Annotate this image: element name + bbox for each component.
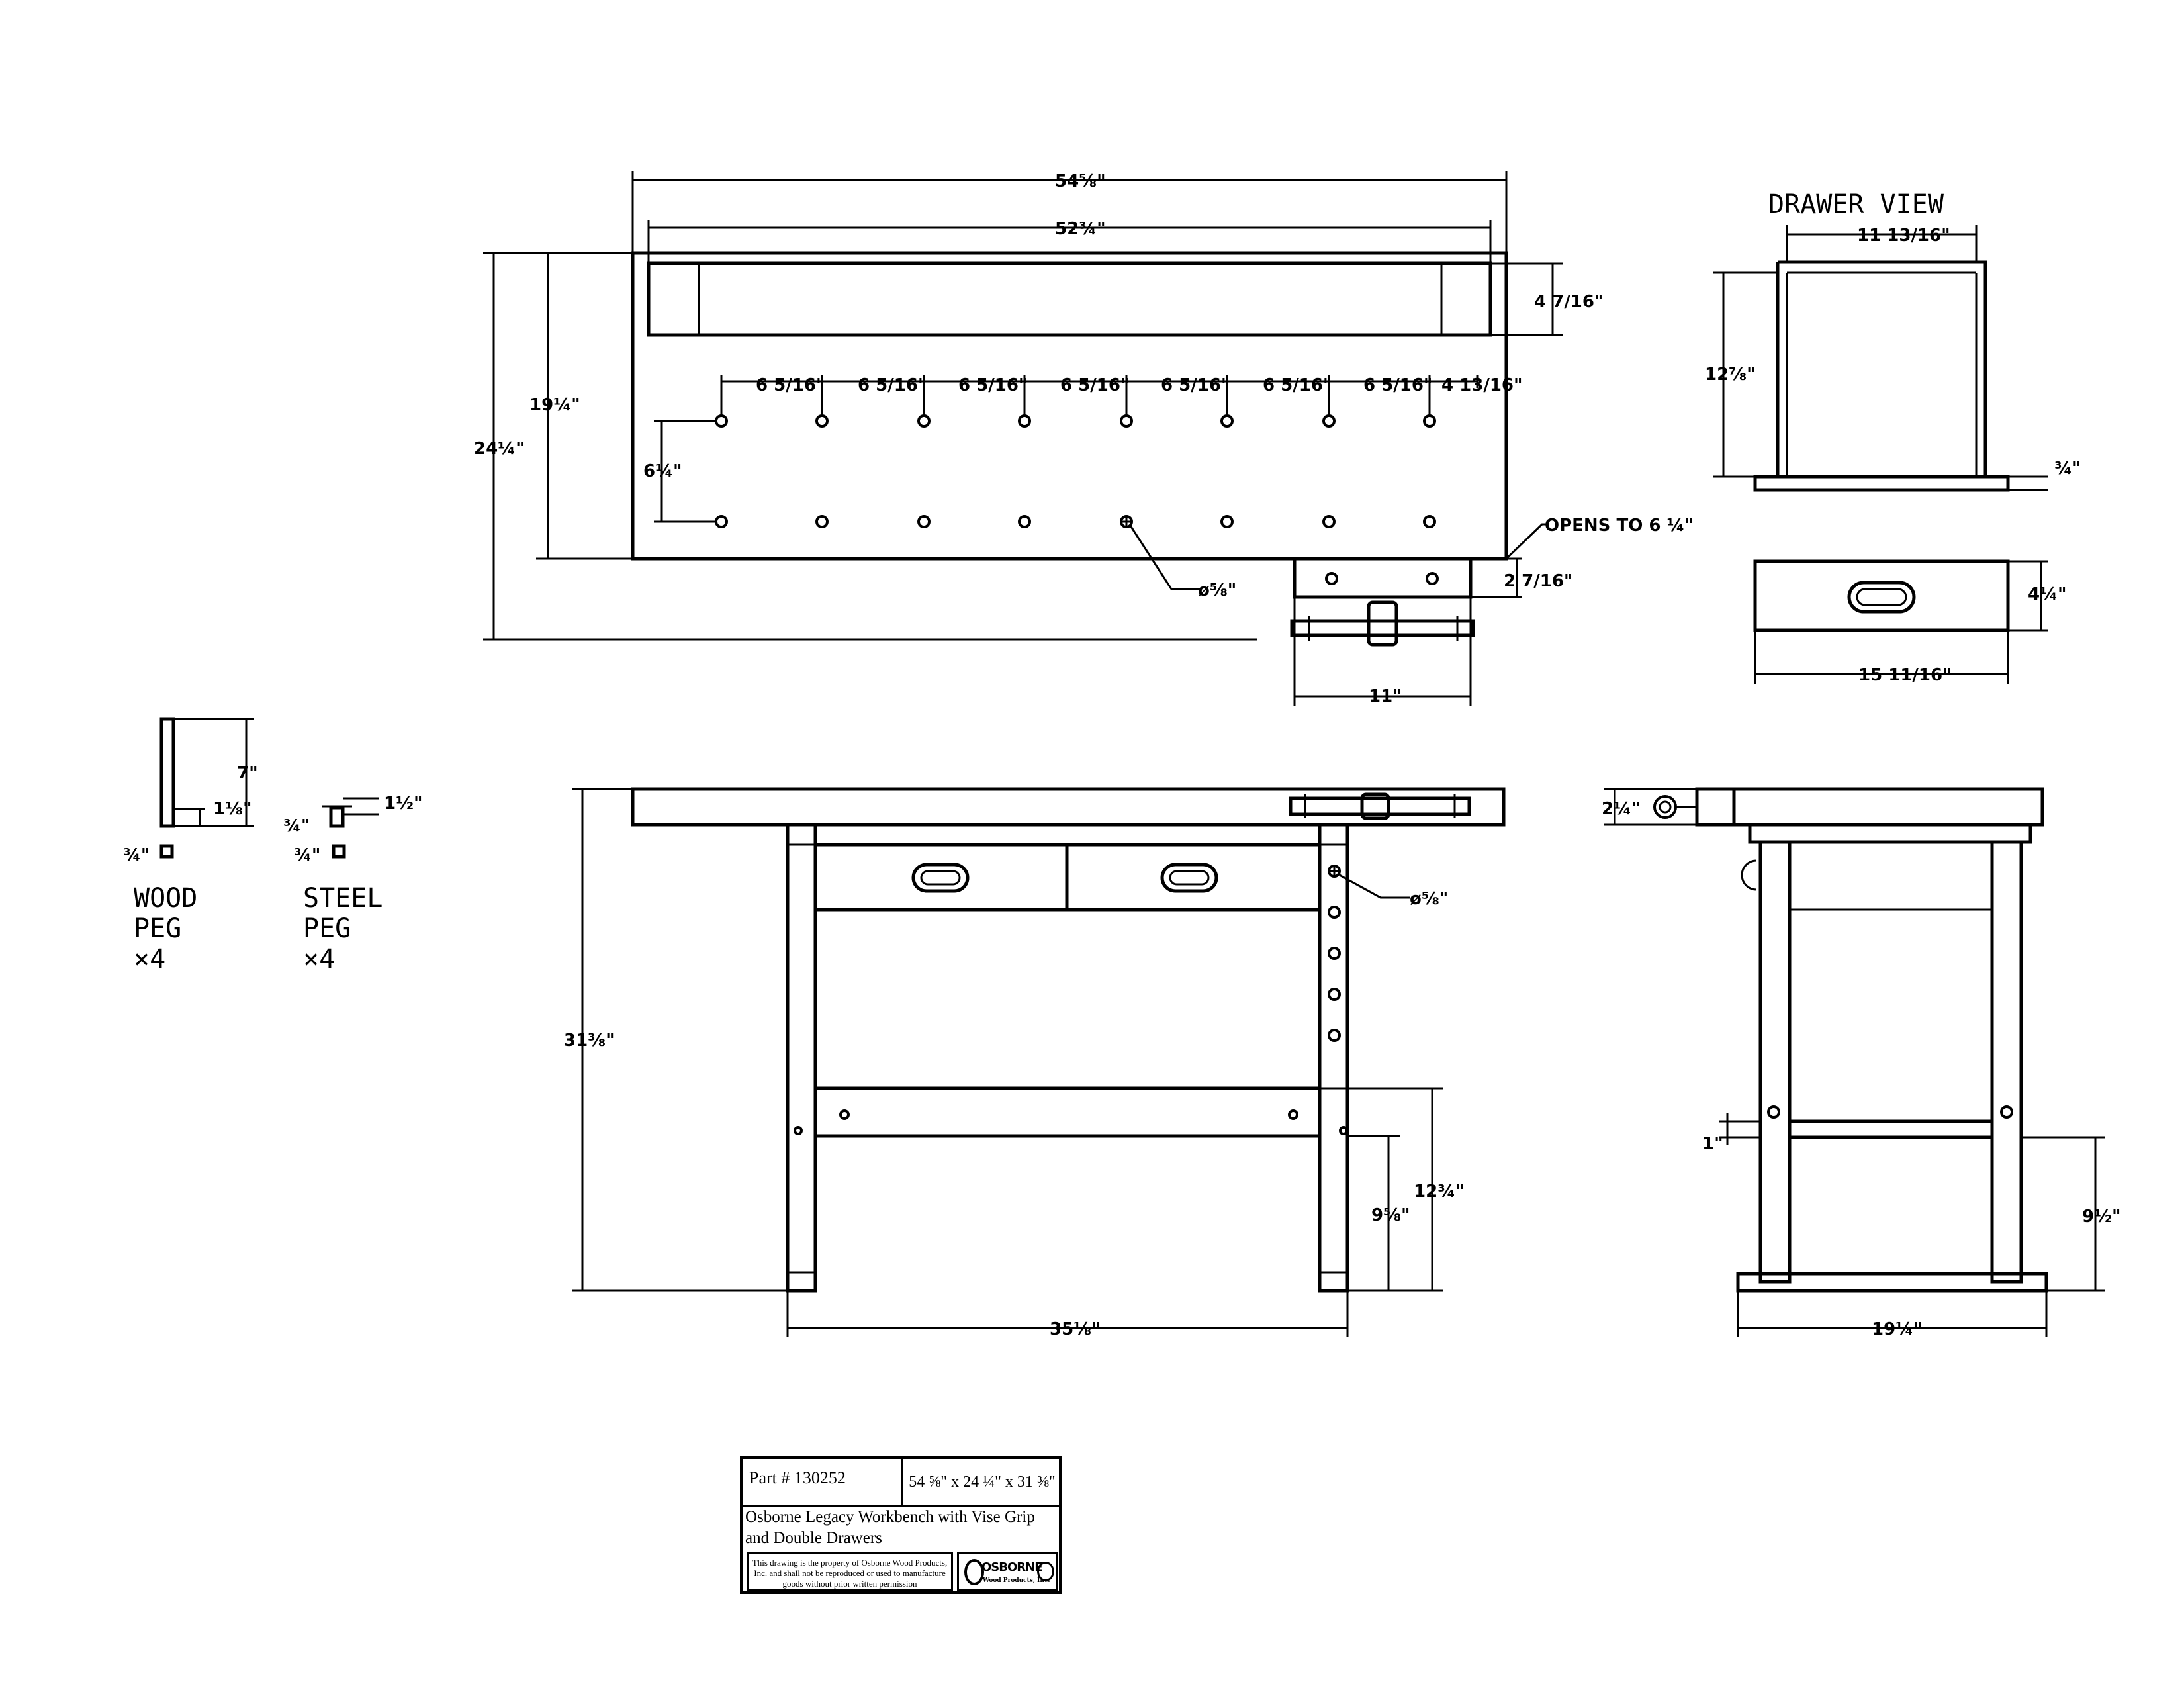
dim-top-length: 52¾" — [1055, 219, 1106, 239]
top-view: 54⅝" 52¾" 4 7/16" 24¼" 19¼" — [474, 171, 1694, 706]
dim-leg-span: 35⅛" — [1050, 1319, 1101, 1339]
dim-hole-spacing-2: 6 5/16" — [858, 375, 927, 395]
drawer-pull-right[interactable] — [1160, 863, 1218, 893]
leaf-icon — [1037, 1562, 1054, 1581]
drawer-front — [1753, 559, 2010, 632]
dim-front-hole-dia: ø⅝" — [1410, 889, 1448, 909]
dim-drawer-inner-width: 11 13/16" — [1857, 226, 1950, 246]
dim-hole-spacing-8: 4 13/16" — [1441, 375, 1523, 395]
dim-hole-spacing-6: 6 5/16" — [1263, 375, 1332, 395]
wood-peg-label: WOOD — [134, 883, 197, 914]
dim-side-vise-height: 2¼" — [1602, 799, 1641, 819]
osborne-logo: OSBORNE Wood Products, Inc. — [957, 1552, 1058, 1591]
dim-front-height: 31⅜" — [564, 1031, 615, 1051]
logo-subtitle: Wood Products, Inc. — [983, 1577, 1050, 1584]
dim-stretcher-lower: 9⅝" — [1371, 1205, 1410, 1225]
dim-vise-width: 11" — [1369, 686, 1402, 706]
dim-top-depth: 19¼" — [529, 395, 580, 415]
side-benchtop — [1732, 787, 2044, 827]
end-vise-jaw — [1293, 557, 1473, 599]
vise-opens-note: OPENS TO 6 ¼" — [1545, 516, 1694, 536]
wood-peg-label-2: PEG — [134, 914, 181, 944]
title-block-header: Part # 130252 54 ⅝" x 24 ¼" x 31 ⅜" — [743, 1459, 1059, 1507]
front-benchtop — [631, 787, 1506, 827]
title-block: Part # 130252 54 ⅝" x 24 ¼" x 31 ⅜" Osbo… — [740, 1456, 1062, 1594]
part-number: Part # 130252 — [749, 1468, 846, 1487]
property-notice: This drawing is the property of Osborne … — [747, 1552, 953, 1591]
steel-peg-label-2: PEG — [303, 914, 351, 944]
dim-row-spacing: 6¼" — [643, 461, 682, 481]
side-apron-top — [1748, 823, 2032, 844]
logo-o-mark — [964, 1559, 984, 1585]
drawer-view-title: DRAWER VIEW — [1768, 189, 1944, 220]
dim-wood-peg-stem: 1⅛" — [213, 799, 252, 819]
product-description: Osborne Legacy Workbench with Vise Grip … — [745, 1508, 1035, 1547]
steel-peg-qty: ×4 — [303, 944, 335, 974]
overall-size: 54 ⅝" x 24 ¼" x 31 ⅜" — [901, 1459, 1061, 1505]
dim-hole-dia: ø⅝" — [1198, 581, 1236, 600]
drawer-view: DRAWER VIEW 11 13/16" 12⅞" ¾" 4¼" — [1705, 189, 2081, 685]
side-vise-handle-end — [1741, 859, 1757, 891]
drawer-pull-left[interactable] — [911, 863, 970, 893]
dim-side-width: 19¼" — [1872, 1319, 1923, 1339]
dim-stretcher-height: 12¾" — [1414, 1182, 1465, 1201]
dim-hole-spacing-5: 6 5/16" — [1161, 375, 1230, 395]
side-rail — [1788, 1119, 1994, 1139]
dim-drawer-height: 12⅞" — [1705, 365, 1756, 385]
dim-steel-peg-section: ¾" — [294, 845, 320, 865]
dim-overall-length: 54⅝" — [1055, 171, 1106, 191]
dim-drawer-bottom-thk: ¾" — [2054, 459, 2081, 479]
drawer-bottom — [1753, 475, 2010, 492]
front-view: ø⅝" 31⅜" 12¾" 9⅝" 35⅛" — [564, 787, 1506, 1339]
vise-handle[interactable] — [1290, 619, 1475, 637]
dim-hole-spacing-3: 6 5/16" — [958, 375, 1027, 395]
dim-overall-depth: 24¼" — [474, 439, 525, 459]
pegs: 7" 1⅛" ¾" WOOD PEG ×4 1½" ¾" ¾" STEEL PE… — [123, 717, 423, 974]
front-right-leg — [1318, 823, 1349, 1293]
dim-tray-depth: 4 7/16" — [1534, 292, 1603, 312]
side-right-leg — [1990, 840, 2023, 1284]
wood-peg-qty: ×4 — [134, 944, 165, 974]
dim-drawer-front-width: 15 11/16" — [1858, 665, 1952, 685]
dim-steel-peg-stem: ¾" — [283, 816, 310, 836]
side-vise-jaw — [1695, 787, 1736, 827]
dim-hole-spacing-1: 6 5/16" — [756, 375, 825, 395]
wood-peg — [159, 717, 175, 828]
dim-steel-peg-head: 1½" — [384, 794, 423, 814]
dim-drawer-front-height: 4¼" — [2028, 585, 2067, 604]
side-foot — [1736, 1272, 2048, 1293]
dog-holes — [715, 414, 1436, 528]
steel-peg-label: STEEL — [303, 883, 383, 914]
dim-vise-offset: 2 7/16" — [1504, 571, 1572, 591]
dim-wood-peg-section: ¾" — [123, 845, 150, 865]
dim-hole-spacing-4: 6 5/16" — [1060, 375, 1129, 395]
logo-name: OSBORNE — [981, 1560, 1043, 1574]
side-view: 2¼" 1" 9½" 19¼" — [1602, 787, 2121, 1339]
dim-wood-peg-height: 7" — [237, 763, 258, 783]
top-view-outline — [631, 251, 1508, 561]
front-vise-screw — [1289, 796, 1471, 816]
front-stretcher — [813, 1086, 1322, 1138]
steel-peg — [329, 806, 345, 828]
dim-side-rail-height: 9½" — [2082, 1207, 2121, 1227]
dim-hole-spacing-7: 6 5/16" — [1363, 375, 1432, 395]
title-block-footer: This drawing is the property of Osborne … — [747, 1552, 1058, 1591]
side-left-leg — [1758, 840, 1792, 1284]
dim-side-rail-thk: 1" — [1702, 1134, 1723, 1154]
drawer-pull[interactable] — [1847, 581, 1916, 614]
tool-tray — [647, 261, 1492, 337]
front-left-leg — [786, 823, 817, 1293]
